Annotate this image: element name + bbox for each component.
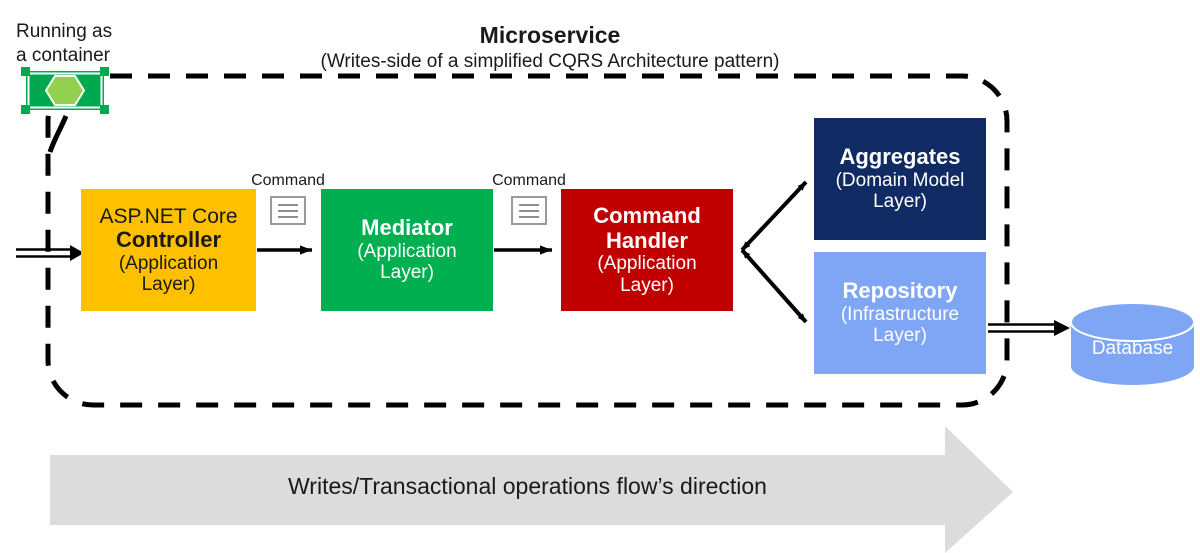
arrow-command-handler-to-repository — [740, 248, 808, 324]
mediator-sub-line-2: Layer) — [380, 262, 434, 284]
database-label: Database — [1091, 338, 1174, 359]
repository-sub-line-2: Layer) — [873, 325, 927, 347]
node-aspnet-core-controller[interactable]: ASP.NET Core Controller (Application Lay… — [81, 189, 256, 311]
command-label-1: Command — [251, 172, 325, 189]
node-database[interactable]: Database — [1071, 310, 1194, 388]
page-title: Microservice — [479, 22, 621, 48]
container-leader-line — [47, 115, 69, 153]
controller-sub-line-2: Layer) — [141, 274, 196, 296]
page-subtitle: (Writes-side of a simplified CQRS Archit… — [320, 50, 780, 72]
node-command-handler[interactable]: Command Handler (Application Layer) — [561, 189, 733, 311]
controller-sub-line-1: (Application — [118, 252, 219, 274]
aggregates-sub-line-2: Layer) — [873, 191, 927, 213]
document-line — [519, 215, 539, 218]
command-handler-title-line-1: Command — [593, 203, 701, 229]
document-line — [519, 209, 539, 212]
aggregates-sub-line-1: (Domain Model — [835, 170, 965, 192]
document-line — [278, 215, 298, 218]
document-lines-icon — [270, 196, 306, 225]
aggregates-title-bold: Aggregates — [839, 144, 961, 170]
running-as-line-1: Running as — [16, 21, 113, 42]
document-line — [278, 203, 298, 206]
incoming-request-arrow — [16, 245, 84, 261]
command-handler-sub-line-1: (Application — [597, 253, 697, 275]
command-handler-sub-line-2: Layer) — [620, 274, 674, 296]
document-lines-icon — [511, 196, 547, 225]
node-mediator[interactable]: Mediator (Application Layer) — [321, 189, 493, 311]
controller-title-regular: ASP.NET Core — [99, 204, 238, 228]
command-handler-title-line-2: Handler — [606, 227, 688, 253]
node-repository[interactable]: Repository (Infrastructure Layer) — [814, 252, 986, 374]
arrow-repository-to-database — [988, 320, 1070, 336]
document-line — [519, 203, 539, 206]
container-icon — [21, 67, 109, 114]
mediator-title-bold: Mediator — [361, 215, 453, 241]
diagram-title-block: Microservice (Writes-side of a simplifie… — [300, 22, 800, 73]
node-aggregates[interactable]: Aggregates (Domain Model Layer) — [814, 118, 986, 240]
command-label-2: Command — [492, 172, 566, 189]
document-line — [278, 209, 298, 212]
repository-title-bold: Repository — [842, 278, 958, 304]
repository-sub-line-1: (Infrastructure — [840, 304, 960, 326]
running-as-line-2: a container — [16, 44, 111, 66]
mediator-sub-line-1: (Application — [357, 241, 457, 263]
flow-direction-label: Writes/Transactional operations flow’s d… — [288, 473, 767, 499]
controller-title-bold: Controller — [115, 227, 222, 253]
running-as-a-container-label: Running as a container — [16, 20, 146, 68]
arrow-command-handler-to-aggregates — [740, 180, 808, 252]
